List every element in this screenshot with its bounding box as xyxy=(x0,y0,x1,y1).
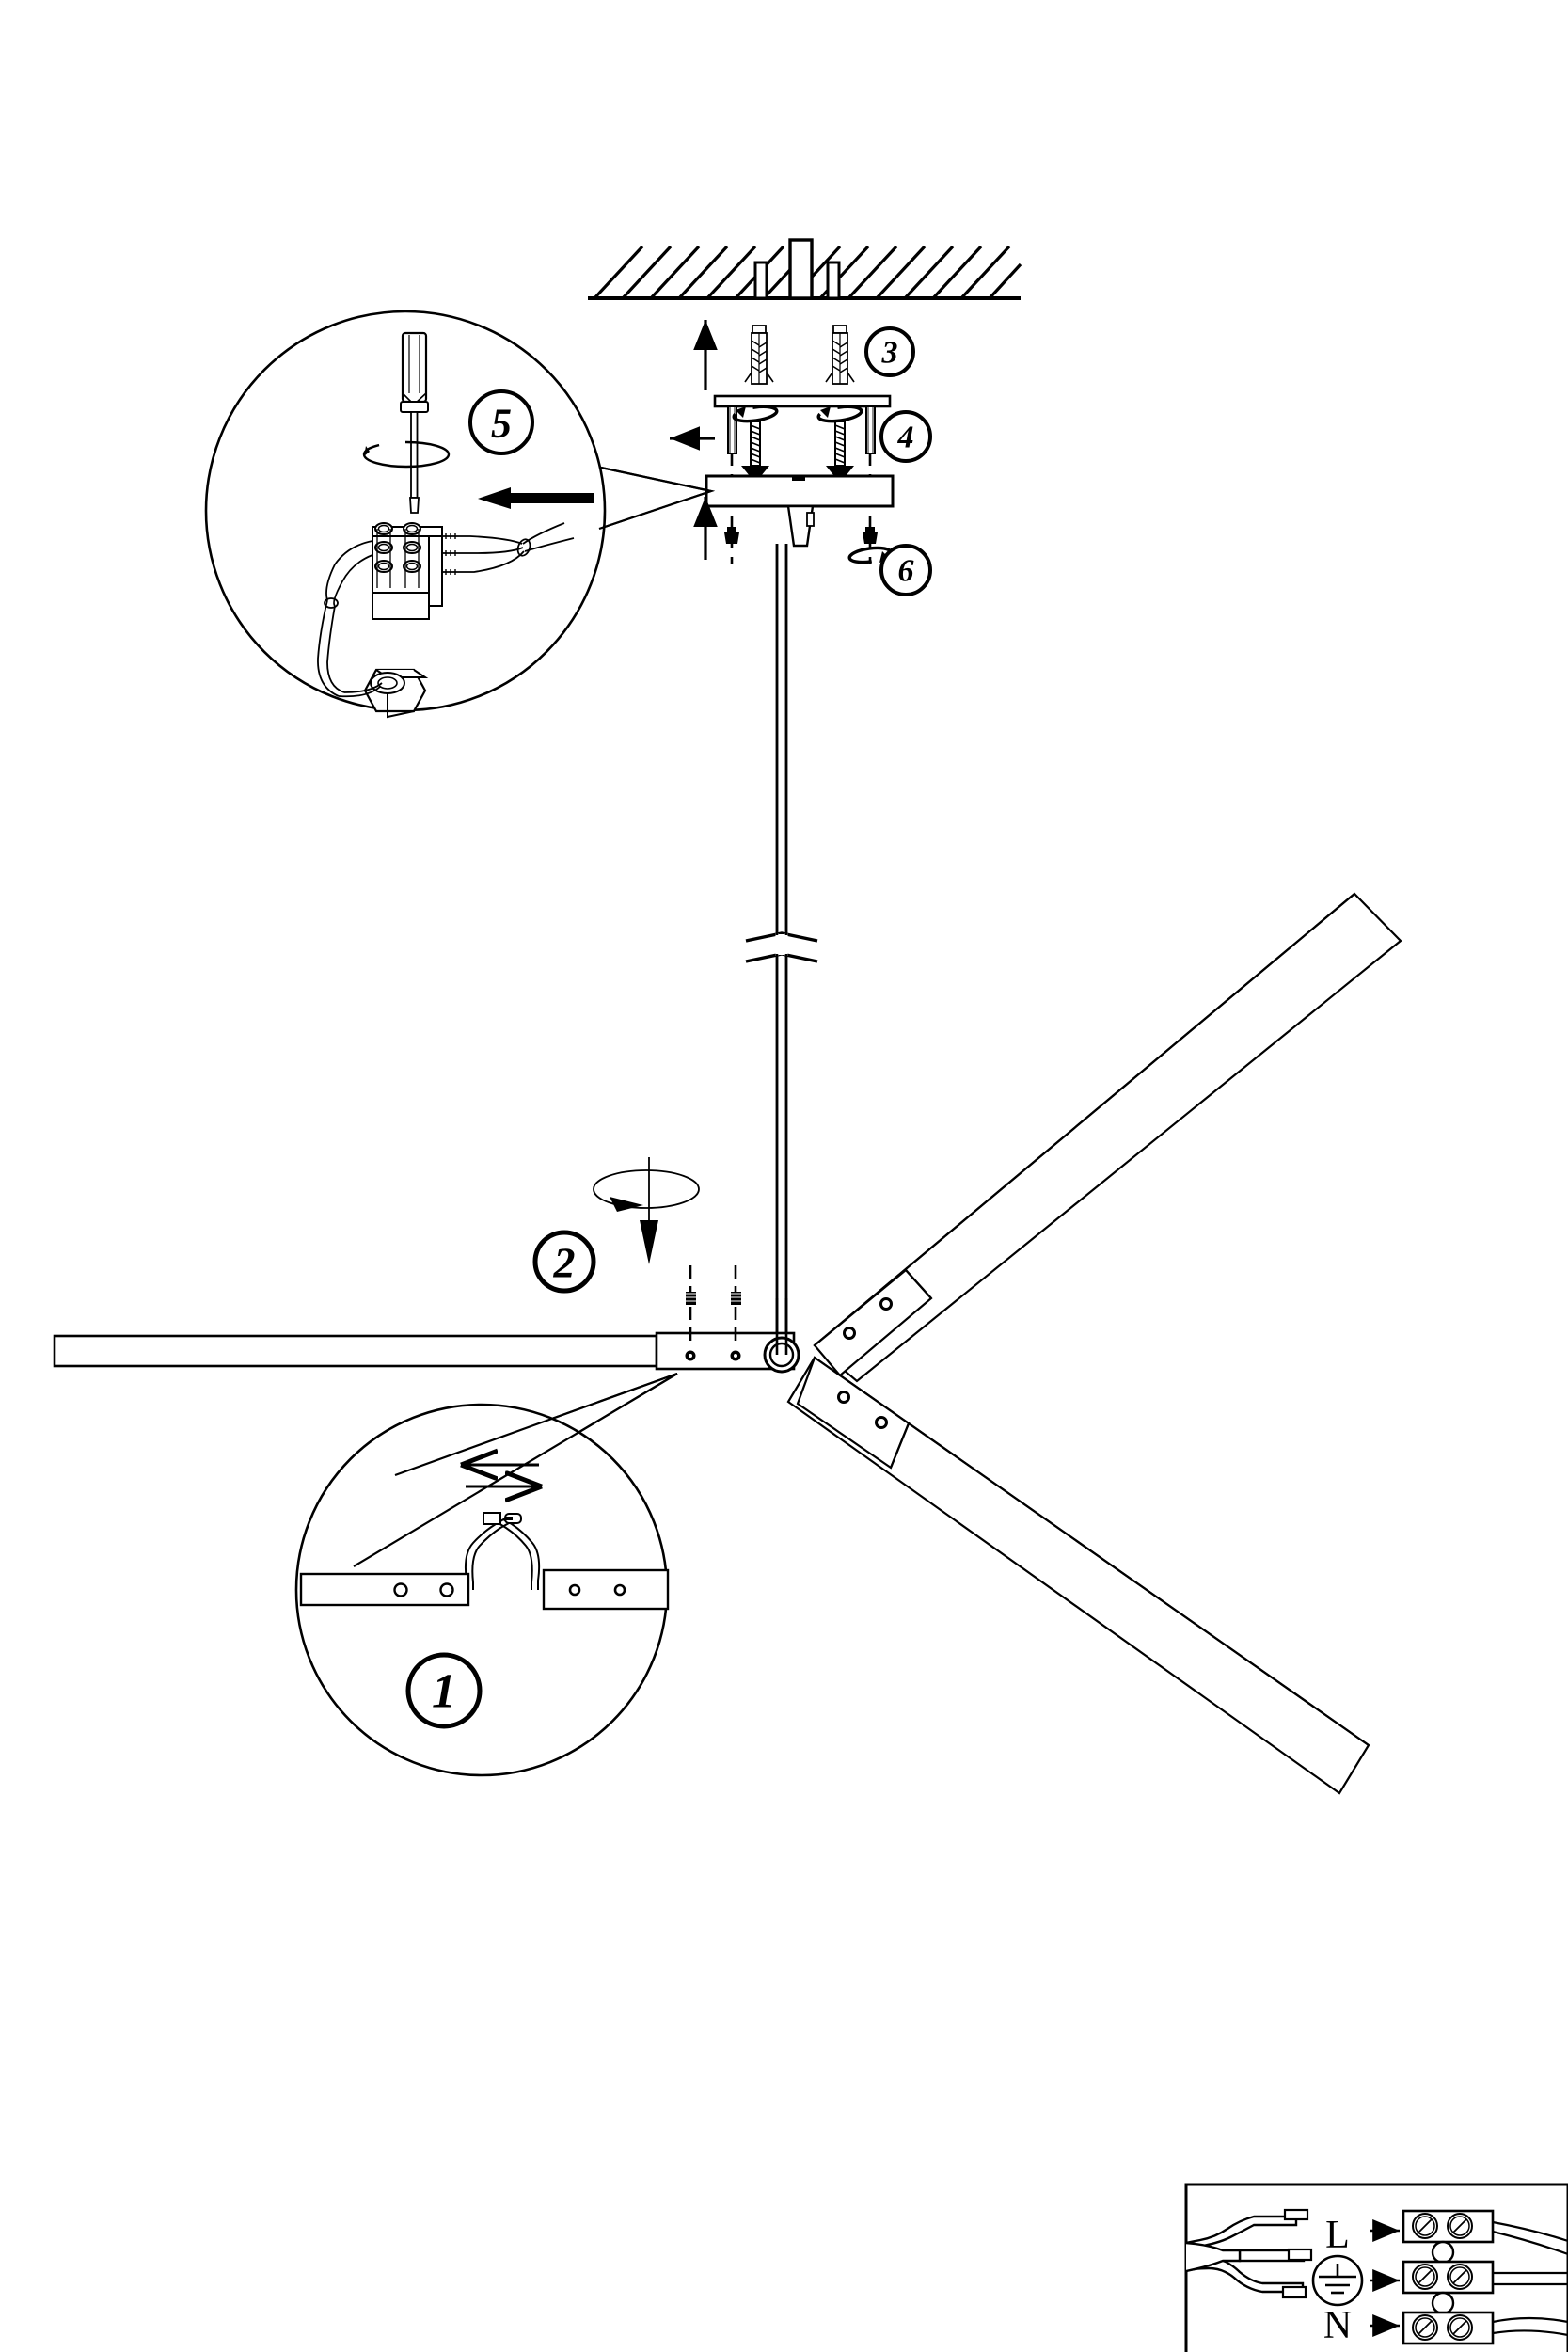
callout-label-2: 2 xyxy=(553,1239,576,1287)
terminal-block-icon xyxy=(372,522,443,620)
arm-screw-hole xyxy=(875,1416,888,1429)
fixing-screw-right xyxy=(730,1265,741,1361)
mounting-bracket-plate xyxy=(713,394,892,408)
arm-screw-hole xyxy=(879,1297,893,1311)
arm-left xyxy=(53,1331,796,1371)
screw-icon xyxy=(741,421,769,476)
wall-plug-icon xyxy=(825,325,855,385)
callout-circle-5 xyxy=(468,389,534,455)
callout-label-1: 1 xyxy=(432,1665,456,1719)
callout-circle-3 xyxy=(864,326,915,377)
terminal-block-row xyxy=(1402,2260,1495,2295)
cable-plug-connector xyxy=(464,1518,541,1590)
arm-screw-hole xyxy=(568,1583,581,1597)
strain-relief-wires xyxy=(317,540,373,697)
arm-screw-hole xyxy=(393,1582,408,1597)
ceiling-hole-right xyxy=(826,261,841,300)
wall-plug-icon xyxy=(744,325,774,385)
terminal-block-row xyxy=(1402,2311,1495,2345)
arm-bar-left xyxy=(299,1572,470,1607)
plug-female xyxy=(504,1513,522,1524)
step2-rotate-and-fix: 2 xyxy=(532,1157,741,1361)
ceiling-hole-center xyxy=(788,238,814,300)
hub-ring xyxy=(763,1298,800,1374)
mains-wires xyxy=(442,522,575,573)
plug-male xyxy=(483,1512,501,1525)
callout-circle-4 xyxy=(879,410,932,463)
rotation-arrow-icon xyxy=(732,405,779,423)
callout-label-6: 6 xyxy=(898,554,914,589)
assembly-direction-arrow xyxy=(478,487,594,509)
screw-icon xyxy=(826,421,854,476)
detail-view-5: 5 xyxy=(204,310,716,719)
arm-lower-right xyxy=(786,1356,1370,1795)
callout-label-3: 3 xyxy=(881,336,898,371)
rotation-ellipse xyxy=(593,1169,700,1209)
step6-cap-nuts: 6 xyxy=(693,497,932,596)
terminal-block-row xyxy=(1402,2209,1495,2244)
callout-circle-2 xyxy=(532,1230,596,1294)
callout-label-5: 5 xyxy=(491,401,512,447)
wiring-label-L: L xyxy=(1325,2214,1350,2257)
arm-screw-hole xyxy=(843,1327,856,1340)
callout-circle-6 xyxy=(879,544,932,596)
step3-wall-plugs: 3 xyxy=(693,320,915,390)
fixing-screw-left xyxy=(685,1265,696,1361)
arm-screw-hole xyxy=(613,1583,626,1597)
cap-nut-icon xyxy=(724,527,739,544)
threaded-rod-left xyxy=(727,405,737,454)
suspension-rod xyxy=(745,544,818,1355)
cap-nut-icon xyxy=(863,527,878,544)
wiring-label-N: N xyxy=(1323,2304,1352,2347)
callout-label-4: 4 xyxy=(897,421,914,455)
detail-view-1: 1 xyxy=(294,1372,678,1777)
strain-relief-nut-icon xyxy=(338,668,429,719)
arm-screw-hole xyxy=(837,1391,850,1404)
ceiling-hole-left xyxy=(753,261,768,300)
ceiling-section xyxy=(588,238,1022,300)
rotation-arrow-icon xyxy=(816,405,863,423)
wiring-diagram-box: L N xyxy=(1184,2183,1568,2352)
mains-cable xyxy=(1184,2215,1306,2294)
arm-bar-right xyxy=(542,1568,670,1611)
arm-upper-right xyxy=(813,892,1402,1383)
rotation-arrow-icon xyxy=(362,440,451,469)
arm-screw-hole xyxy=(439,1582,454,1597)
step4-mounting-bracket: 4 xyxy=(670,394,932,564)
callout-circle-1 xyxy=(405,1652,483,1729)
earth-symbol-icon xyxy=(1311,2254,1364,2307)
rod-break-symbol xyxy=(745,931,818,943)
threaded-rod-right xyxy=(865,405,876,454)
detail5-leader xyxy=(598,466,716,531)
screwdriver-icon xyxy=(400,331,429,514)
